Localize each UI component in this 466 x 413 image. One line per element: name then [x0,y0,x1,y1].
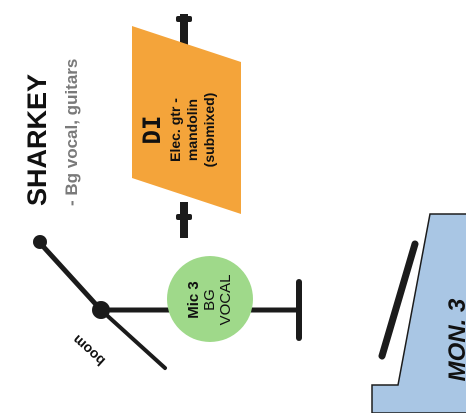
di-line-2: mandolin [184,99,200,161]
mic-3-circle [167,256,253,342]
monitor-label: MON. 3 [444,298,466,381]
di-title: DI [138,116,166,145]
boom-label: boom [69,332,108,369]
performer-role: - Bg vocal, guitars [62,59,81,206]
di-cable-top-jack [176,16,192,22]
monitor-speaker-edge [378,240,419,360]
mic-3-line-3: VOCAL [217,275,234,326]
boom-arm [37,240,104,313]
microphone-head [33,235,47,249]
di-cable-top [180,14,188,46]
di-cable-bottom-jack [176,214,192,220]
monitor-wedge [371,213,466,413]
di-line-1: Elec. gtr - [167,98,183,162]
di-line-3: (submixed) [201,93,217,168]
monitor-3: MON. 3 [371,213,466,413]
mic-3: Mic 3 BG VOCAL [167,256,253,342]
performer-name: SHARKEY [22,74,52,206]
di-box-body [132,26,241,214]
mic-3-line-1: Mic 3 [185,281,202,319]
boom-arm-tail [99,308,167,370]
mic-stand: boom [33,235,302,370]
mic-3-line-2: BG [201,289,218,311]
di-box: DI Elec. gtr - mandolin (submixed) [132,14,241,238]
